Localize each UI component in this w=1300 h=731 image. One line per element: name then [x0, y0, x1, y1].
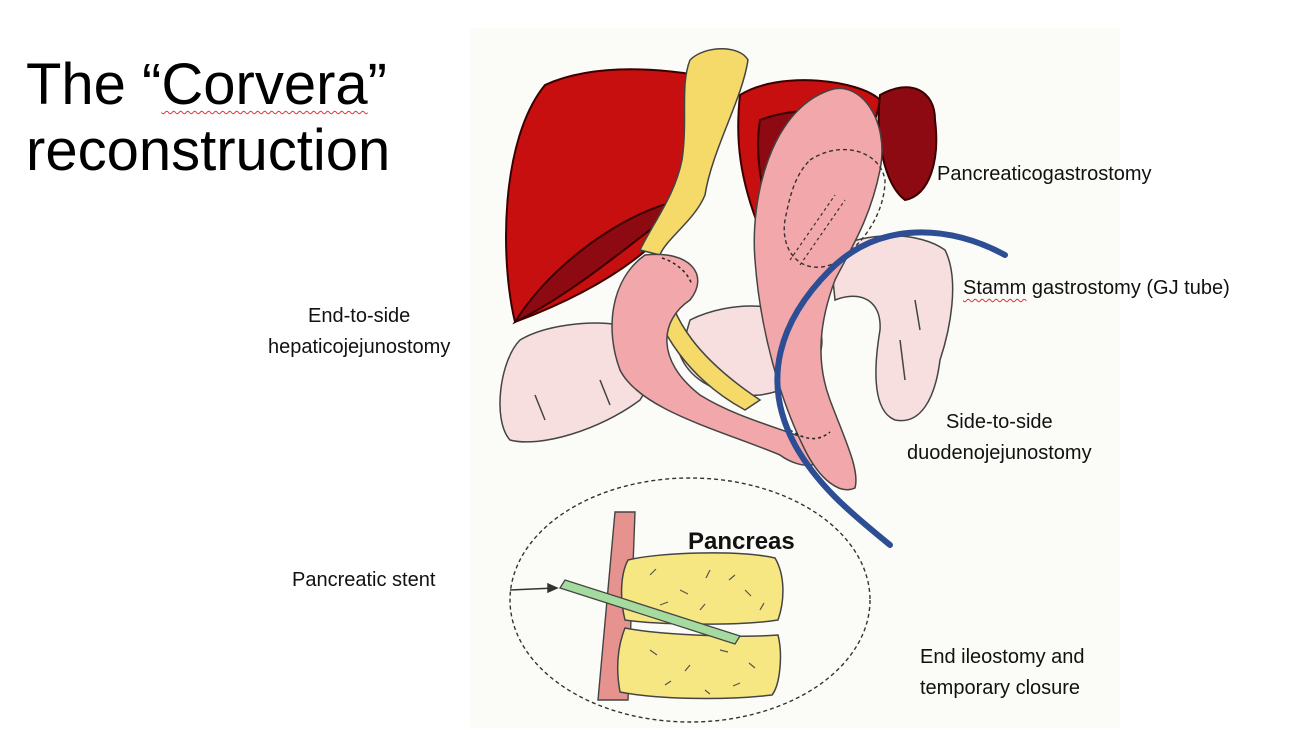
- label-pancreas: Pancreas: [688, 528, 795, 555]
- title-line-1: The “Corvera”: [26, 52, 390, 118]
- gj-tube: [774, 229, 1008, 548]
- label-stamm-gastrostomy: Stamm gastrostomy (GJ tube): [963, 273, 1230, 304]
- title-line-2: reconstruction: [26, 118, 391, 183]
- label-ileostomy: End ileostomy and temporary closure: [920, 642, 1085, 704]
- title-quote-close: ”: [367, 52, 387, 117]
- pancreas-tissue: [616, 552, 784, 700]
- gallbladder: [638, 48, 749, 256]
- label-hepatico-line-2: hepaticojejunostomy: [268, 336, 451, 358]
- stent-pointer-arrow: [509, 582, 559, 594]
- label-duodenojejunostomy: Side-to-side duodenojejunostomy: [907, 407, 1092, 469]
- label-pancreatic-stent: Pancreatic stent: [292, 569, 436, 591]
- label-ileostomy-line-1: End ileostomy and: [920, 646, 1085, 668]
- hepaticojejunostomy-suture: [661, 257, 693, 286]
- spleen: [877, 86, 938, 202]
- label-pancreaticogastrostomy: Pancreaticogastrostomy: [937, 163, 1152, 185]
- label-duodeno-line-1: Side-to-side: [945, 411, 1053, 433]
- stomach: [753, 87, 883, 491]
- title-corvera-word: Corvera: [161, 52, 368, 117]
- label-stamm-rest: gastrostomy (GJ tube): [1026, 277, 1230, 299]
- label-ileostomy-line-2: temporary closure: [920, 677, 1081, 699]
- title-quote-open: The “: [26, 52, 162, 117]
- colon-loops: [499, 235, 954, 443]
- internal-stent-outline: [789, 194, 846, 266]
- pancreas-inset-ellipse: [509, 477, 871, 723]
- label-hepaticojejunostomy: End-to-side hepaticojejunostomy: [268, 301, 450, 363]
- pancreatic-stent-tube: [559, 579, 741, 645]
- label-stamm-word: Stamm: [963, 277, 1027, 299]
- label-duodeno-line-2: duodenojejunostomy: [907, 442, 1092, 464]
- page-title: The “Corvera” reconstruction: [26, 52, 390, 184]
- label-hepatico-line-1: End-to-side: [308, 305, 411, 327]
